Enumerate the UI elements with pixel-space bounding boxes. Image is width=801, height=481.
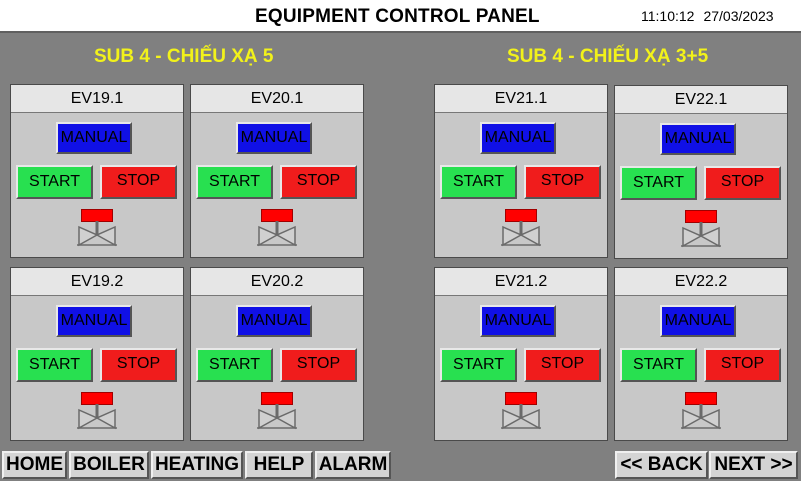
valve-name: EV20.1 [191, 85, 363, 113]
valve-name: EV19.1 [11, 85, 183, 113]
valve-icon [257, 404, 297, 430]
valve-name: EV21.1 [435, 85, 607, 113]
valve-name: EV21.2 [435, 268, 607, 296]
manual-button[interactable]: MANUAL [56, 122, 132, 154]
start-button[interactable]: START [196, 165, 273, 199]
valve-icon [257, 221, 297, 247]
stop-button[interactable]: STOP [280, 165, 357, 199]
manual-button[interactable]: MANUAL [660, 305, 736, 337]
start-button[interactable]: START [440, 165, 517, 199]
title-bar: EQUIPMENT CONTROL PANEL 11:10:12 27/03/20… [0, 0, 801, 33]
valve-icon [681, 404, 721, 430]
home-button[interactable]: HOME [2, 451, 67, 479]
stop-button[interactable]: STOP [524, 348, 601, 382]
valve-panel-ev21-1: EV21.1 MANUAL START STOP [434, 84, 608, 258]
next-button[interactable]: NEXT >> [709, 451, 798, 479]
valve-panel-ev22-2: EV22.2 MANUAL START STOP [614, 267, 788, 441]
valve-icon [501, 404, 541, 430]
stop-button[interactable]: STOP [100, 165, 177, 199]
valve-panel-ev20-2: EV20.2 MANUAL START STOP [190, 267, 364, 441]
stop-button[interactable]: STOP [280, 348, 357, 382]
valve-indicator [77, 388, 117, 432]
valve-indicator [681, 388, 721, 432]
start-button[interactable]: START [16, 348, 93, 382]
valve-name: EV20.2 [191, 268, 363, 296]
group-title-left: SUB 4 - CHIẾU XẠ 5 [94, 46, 274, 67]
valve-panel-ev21-2: EV21.2 MANUAL START STOP [434, 267, 608, 441]
stop-button[interactable]: STOP [100, 348, 177, 382]
valve-icon [77, 221, 117, 247]
back-button[interactable]: << BACK [615, 451, 708, 479]
manual-button[interactable]: MANUAL [56, 305, 132, 337]
start-button[interactable]: START [16, 165, 93, 199]
manual-button[interactable]: MANUAL [480, 122, 556, 154]
date-display: 27/03/2023 [703, 8, 774, 24]
datetime-display: 11:10:12 27/03/2023 [641, 8, 774, 24]
stop-button[interactable]: STOP [704, 348, 781, 382]
manual-button[interactable]: MANUAL [660, 123, 736, 155]
alarm-button[interactable]: ALARM [315, 451, 391, 479]
valve-indicator [257, 388, 297, 432]
group-title-right: SUB 4 - CHIẾU XẠ 3+5 [507, 46, 709, 67]
valve-icon [501, 221, 541, 247]
stop-button[interactable]: STOP [524, 165, 601, 199]
help-button[interactable]: HELP [245, 451, 313, 479]
valve-name: EV22.2 [615, 268, 787, 296]
valve-icon [77, 404, 117, 430]
valve-indicator [501, 205, 541, 249]
start-button[interactable]: START [196, 348, 273, 382]
valve-panel-ev22-1: EV22.1 MANUAL START STOP [614, 85, 788, 259]
valve-panel-ev19-1: EV19.1 MANUAL START STOP [10, 84, 184, 258]
heating-button[interactable]: HEATING [151, 451, 243, 479]
manual-button[interactable]: MANUAL [480, 305, 556, 337]
boiler-button[interactable]: BOILER [69, 451, 149, 479]
valve-indicator [77, 205, 117, 249]
start-button[interactable]: START [620, 166, 697, 200]
manual-button[interactable]: MANUAL [236, 305, 312, 337]
valve-name: EV19.2 [11, 268, 183, 296]
start-button[interactable]: START [440, 348, 517, 382]
time-display: 11:10:12 [641, 8, 695, 24]
manual-button[interactable]: MANUAL [236, 122, 312, 154]
valve-indicator [681, 206, 721, 250]
valve-indicator [501, 388, 541, 432]
stop-button[interactable]: STOP [704, 166, 781, 200]
valve-indicator [257, 205, 297, 249]
start-button[interactable]: START [620, 348, 697, 382]
valve-name: EV22.1 [615, 86, 787, 114]
page-title: EQUIPMENT CONTROL PANEL [255, 6, 540, 27]
valve-panel-ev20-1: EV20.1 MANUAL START STOP [190, 84, 364, 258]
valve-icon [681, 222, 721, 248]
valve-panel-ev19-2: EV19.2 MANUAL START STOP [10, 267, 184, 441]
